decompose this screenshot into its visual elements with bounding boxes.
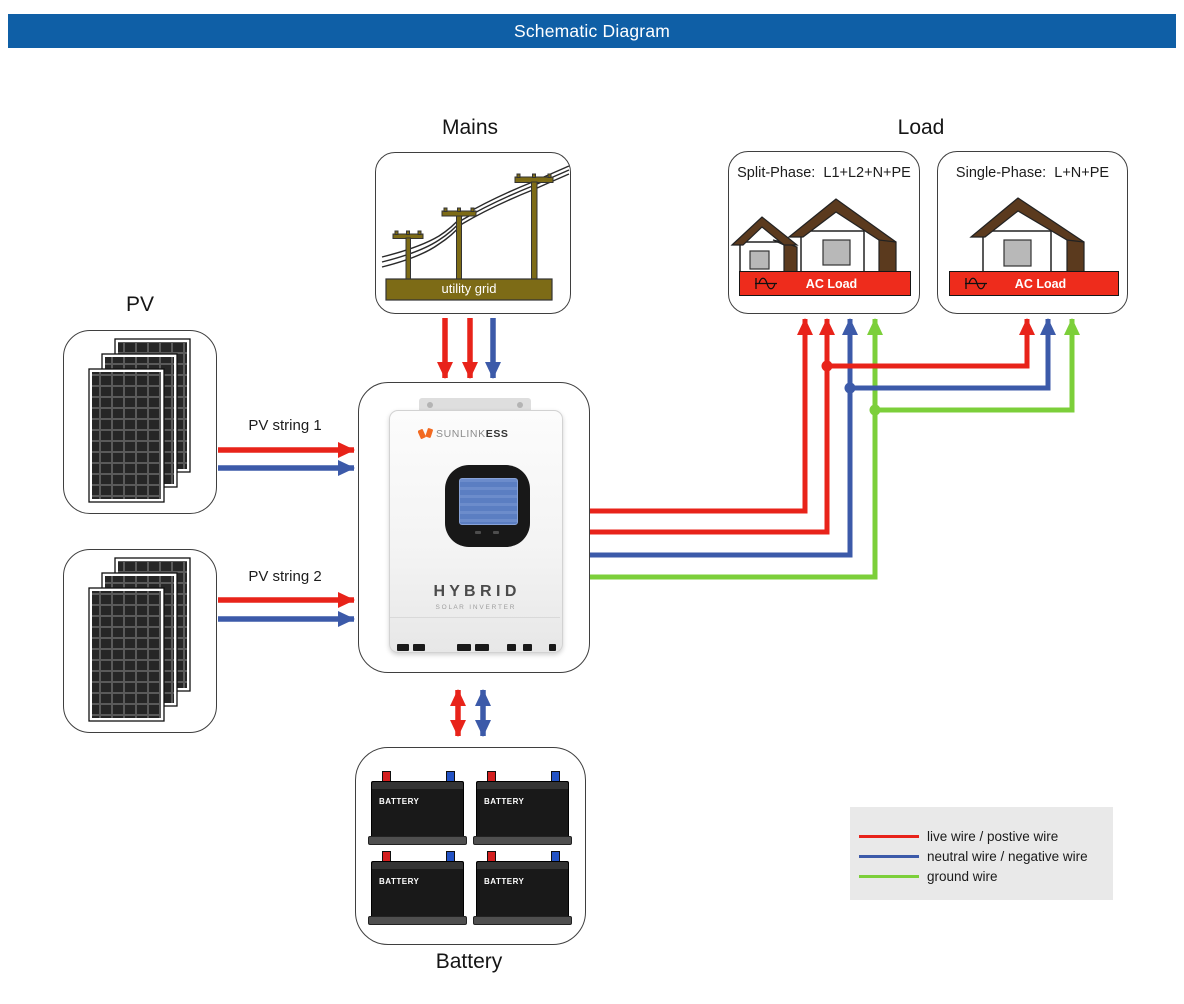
battery-box: BATTERY BATTERY BATTERY BATTERY xyxy=(355,747,586,945)
single-ac-load-banner: AC Load xyxy=(949,271,1119,296)
battery-unit: BATTERY xyxy=(368,771,467,847)
display-button xyxy=(475,531,481,534)
legend-item-live: live wire / postive wire xyxy=(850,826,1113,846)
mains-box: utility grid xyxy=(375,152,571,314)
solar-panel-icon xyxy=(88,338,191,503)
inverter-subtitle-text: S O L A R I N V E R T E R xyxy=(435,604,515,611)
pv-string1-label: PV string 1 xyxy=(248,417,322,434)
wire-legend: live wire / postive wire neutral wire / … xyxy=(850,807,1113,900)
wiring-port xyxy=(475,644,489,651)
battery-body xyxy=(476,861,569,918)
brand-name-suffix: ESS xyxy=(485,428,509,440)
panel-seam xyxy=(390,617,560,618)
battery-body xyxy=(371,861,464,918)
page-title: Schematic Diagram xyxy=(8,14,1176,48)
split-phase-box: Split-Phase: L1+L2+N+PE AC Load xyxy=(728,151,920,314)
pv-string2-box xyxy=(63,549,217,733)
display-button xyxy=(493,531,499,534)
battery-unit-label: BATTERY xyxy=(379,797,420,806)
wiring-port xyxy=(397,644,409,651)
legend-label: neutral wire / negative wire xyxy=(927,848,1088,864)
battery-unit: BATTERY xyxy=(368,851,467,927)
battery-base xyxy=(368,836,467,845)
ac-sine-icon xyxy=(965,277,987,290)
neutral-junction-dot xyxy=(844,382,856,394)
utility-grid-banner-text: utility grid xyxy=(441,281,497,296)
single-phase-title: Single-Phase: L+N+PE xyxy=(955,165,1110,181)
wiring-port xyxy=(507,644,516,651)
battery-unit: BATTERY xyxy=(473,771,572,847)
battery-unit: BATTERY xyxy=(473,851,572,927)
pv-string1-box xyxy=(63,330,217,514)
battery-body xyxy=(371,781,464,838)
split-ac-load-text: AC Load xyxy=(805,276,858,291)
sunlink-logo-icon xyxy=(418,428,433,439)
load-label: Load xyxy=(897,116,945,139)
single-phase-box: Single-Phase: L+N+PE AC Load xyxy=(937,151,1128,314)
split-phase-title: Split-Phase: L1+L2+N+PE xyxy=(737,165,911,181)
battery-body xyxy=(476,781,569,838)
legend-label: live wire / postive wire xyxy=(927,828,1059,844)
single-ac-load-text: AC Load xyxy=(1014,276,1067,291)
utility-grid-illustration xyxy=(381,165,570,301)
screw-hole-icon xyxy=(427,402,433,408)
battery-unit-label: BATTERY xyxy=(484,877,525,886)
legend-label: ground wire xyxy=(927,868,998,884)
wiring-port xyxy=(549,644,556,651)
lcd-screen xyxy=(459,478,518,525)
battery-base xyxy=(473,916,572,925)
neutral-wire-swatch xyxy=(859,854,919,858)
live-wire-swatch xyxy=(859,834,919,838)
battery-unit-label: BATTERY xyxy=(484,797,525,806)
split-ac-load-banner: AC Load xyxy=(739,271,911,296)
ground-wire-swatch xyxy=(859,874,919,878)
solar-panel-icon xyxy=(88,557,191,722)
pv-label: PV xyxy=(125,293,154,316)
legend-item-ground: ground wire xyxy=(850,866,1113,886)
legend-item-neutral: neutral wire / negative wire xyxy=(850,846,1113,866)
ac-sine-icon xyxy=(755,277,777,290)
live-junction-dot xyxy=(821,360,833,372)
wiring-port xyxy=(523,644,532,651)
inverter-model-text: H Y B R I D xyxy=(433,583,517,600)
battery-arrows xyxy=(450,689,491,737)
live-wires xyxy=(590,318,1035,535)
ground-wires xyxy=(590,318,1080,580)
brand-name-prefix: SUNLINK xyxy=(436,428,486,440)
pv-string-arrows xyxy=(218,442,355,627)
ground-junction-dot xyxy=(869,404,881,416)
mains-label: Mains xyxy=(441,116,499,139)
neutral-wires xyxy=(590,318,1056,558)
battery-label: Battery xyxy=(435,950,503,973)
battery-base xyxy=(473,836,572,845)
single-phase-house-icon xyxy=(969,197,1085,274)
wiring-port xyxy=(457,644,471,651)
wiring-port xyxy=(413,644,425,651)
utility-grid-banner xyxy=(385,278,553,301)
battery-unit-label: BATTERY xyxy=(379,877,420,886)
inverter-mount-bracket xyxy=(419,398,531,413)
battery-base xyxy=(368,916,467,925)
mains-to-inverter-arrows xyxy=(437,318,501,379)
inverter-display xyxy=(445,465,530,547)
split-phase-house-icon xyxy=(730,198,897,274)
pv-string2-label: PV string 2 xyxy=(248,568,322,585)
screw-hole-icon xyxy=(517,402,523,408)
